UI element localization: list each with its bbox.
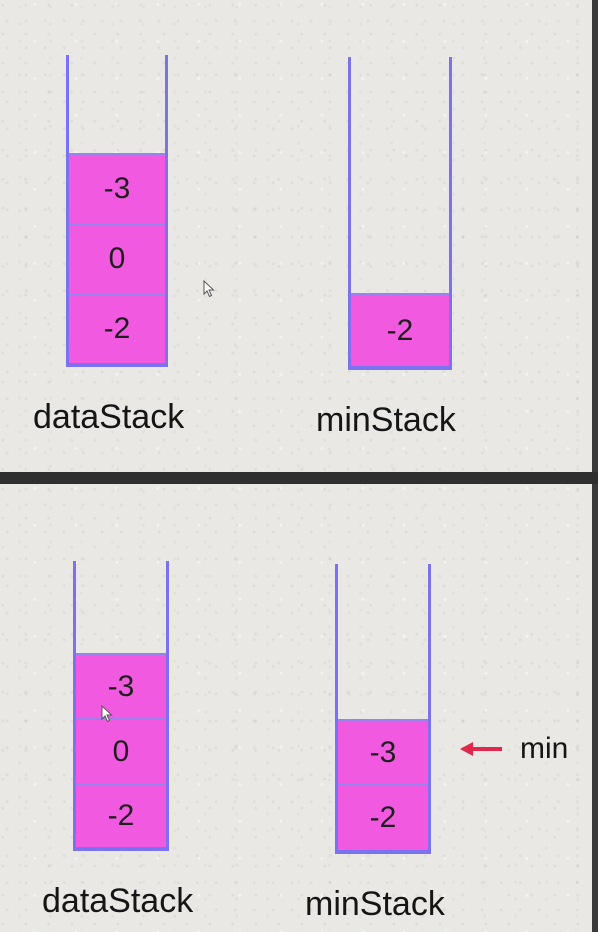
top-panel: -3 0 -2 dataStack -2 minStack	[0, 0, 598, 472]
min-stack-bottom: -3 -2	[335, 564, 431, 854]
stack-right-wall	[165, 55, 168, 367]
stack-cell: -3	[76, 653, 166, 718]
stack-left-wall	[335, 564, 338, 854]
stack-base	[73, 847, 169, 851]
stack-left-wall	[66, 55, 69, 367]
min-stack-label: minStack	[305, 885, 445, 923]
edge-strip	[592, 0, 598, 472]
min-pointer-label: min	[520, 732, 569, 765]
edge-strip	[592, 484, 598, 932]
data-stack-label: dataStack	[42, 882, 194, 920]
stack-cell: 0	[76, 718, 166, 783]
stack-cell: -3	[338, 719, 428, 784]
stack-right-wall	[449, 57, 452, 370]
data-stack-bottom: -3 0 -2	[73, 561, 169, 851]
stack-cell: 0	[69, 223, 165, 293]
stack-cell: -2	[338, 784, 428, 850]
left-arrow-icon	[460, 742, 502, 756]
min-pointer: min	[460, 732, 568, 766]
stack-right-wall	[166, 561, 169, 851]
stack-left-wall	[348, 57, 351, 370]
bottom-panel: -3 0 -2 dataStack -3 -2 minStack min	[0, 484, 598, 932]
stack-base	[66, 363, 168, 367]
stack-right-wall	[428, 564, 431, 854]
min-stack-label: minStack	[316, 401, 456, 439]
stack-left-wall	[73, 561, 76, 851]
data-stack-label: dataStack	[33, 398, 185, 436]
stack-base	[335, 850, 431, 854]
stack-cell: -2	[69, 293, 165, 363]
stack-cell: -3	[69, 153, 165, 223]
stack-cell: -2	[351, 293, 449, 366]
mouse-cursor-icon	[203, 280, 215, 298]
stack-base	[348, 366, 452, 370]
stack-cell: -2	[76, 783, 166, 847]
min-stack-top: -2	[348, 57, 452, 370]
mouse-cursor-icon	[101, 705, 113, 723]
data-stack-top: -3 0 -2	[66, 55, 168, 367]
